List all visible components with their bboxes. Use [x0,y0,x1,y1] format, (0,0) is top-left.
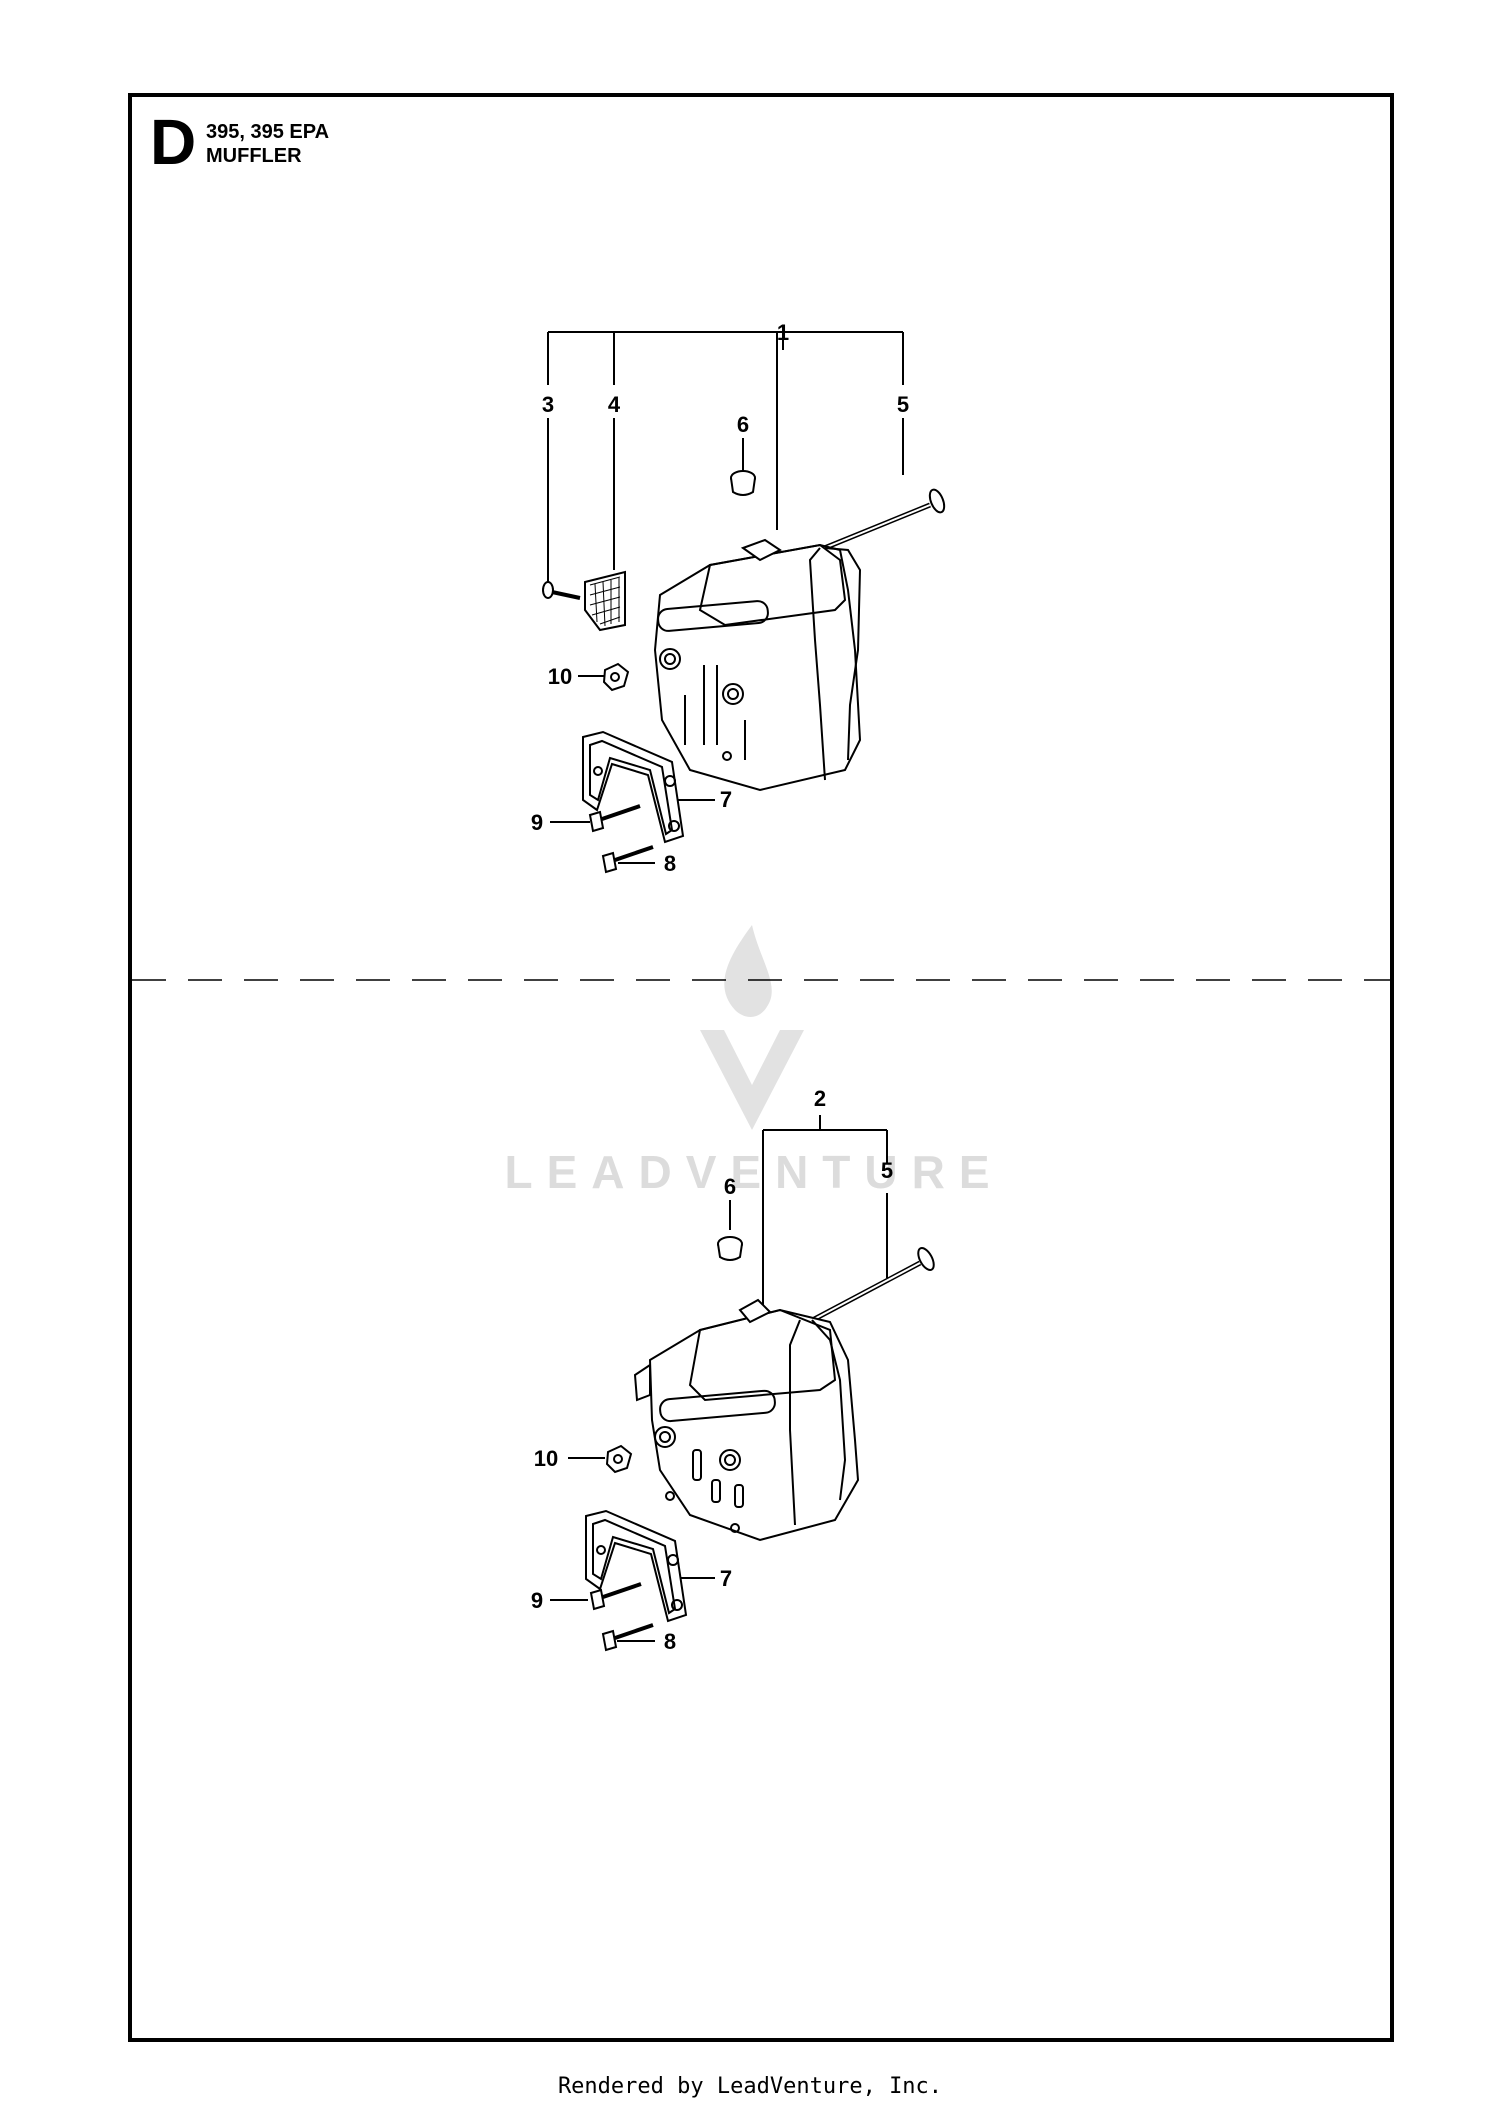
callout-10: 10 [548,664,572,689]
upper-callouts: 1 3 4 5 6 10 7 9 8 [531,320,909,876]
flange-bolt [601,1623,654,1652]
lower-assembly [550,1115,935,1652]
diagram-title: MUFFLER [206,145,302,167]
callout-10: 10 [534,1446,558,1471]
muffler-body [653,538,862,792]
lower-callouts: 2 5 6 10 7 9 8 [531,1086,893,1654]
callout-8: 8 [664,851,676,876]
flange-bolt [601,845,654,874]
watermark-flame-icon [724,925,772,1017]
callout-3: 3 [542,392,554,417]
nut [602,662,630,692]
callout-8: 8 [664,1629,676,1654]
callout-5: 5 [881,1158,893,1183]
upper-assembly [542,331,946,874]
model-label: 395, 395 EPA [206,121,330,143]
callout-7: 7 [720,787,732,812]
callout-1: 1 [777,320,789,345]
long-bolt [803,1247,935,1327]
callout-7: 7 [720,1566,732,1591]
diagram-frame [128,93,1394,2042]
plug-cap [730,470,756,496]
nut [605,1444,633,1474]
callout-5: 5 [897,392,909,417]
section-letter: D [150,106,197,178]
watermark-text: LEADVENTURE [504,1146,1003,1198]
callout-6: 6 [737,412,749,437]
screw [542,581,581,600]
plug-cap [717,1236,743,1261]
callout-2: 2 [814,1086,826,1111]
flange-bolt [589,1582,642,1611]
watermark-v-icon [700,1030,804,1130]
callout-6: 6 [724,1174,736,1199]
spark-screen [584,570,626,632]
watermark: LEADVENTURE [504,925,1003,1198]
callout-9: 9 [531,1588,543,1613]
callout-9: 9 [531,810,543,835]
mounting-plate [585,1509,688,1623]
callout-4: 4 [608,392,621,417]
flange-bolt [588,804,641,833]
muffler-body [633,1298,860,1542]
footer-credit: Rendered by LeadVenture, Inc. [557,2074,943,2099]
mounting-plate [582,730,685,844]
